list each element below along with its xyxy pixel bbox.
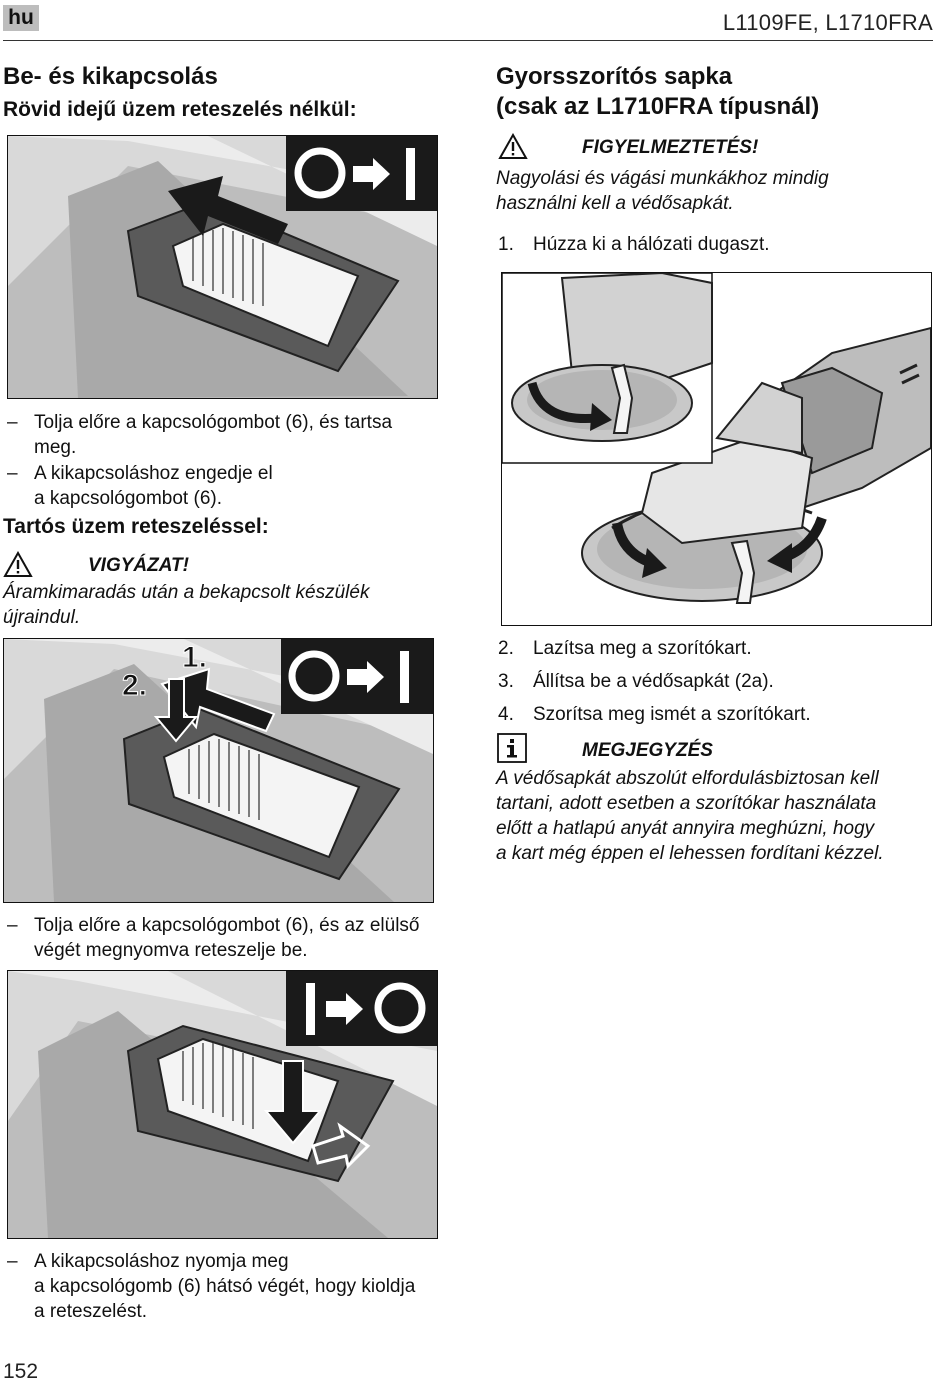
language-badge: hu	[3, 5, 39, 31]
step-1-label: 1.	[182, 641, 207, 674]
caution-text-line: Áramkimaradás után a bekapcsolt készülék	[3, 582, 370, 603]
list-item: – Tolja előre a kapcsológombot (6), és t…	[7, 412, 393, 458]
warning-triangle-icon	[498, 132, 528, 160]
caution-text-line: újraindul.	[3, 607, 81, 628]
header-divider	[3, 40, 933, 41]
figure-switch-off	[7, 970, 438, 1239]
note-text-line: előtt a hatlapú anyát annyira meghúzni, …	[496, 818, 875, 839]
section-title-quick-clamp-guard: Gyorsszorítós sapka	[496, 63, 733, 90]
warning-title: FIGYELMEZTETÉS!	[582, 137, 759, 158]
section-title-quick-clamp-guard-line2: (csak az L1710FRA típusnál)	[496, 93, 820, 120]
figure-switch-on	[7, 135, 438, 399]
step-2-label: 2.	[122, 669, 147, 702]
warning-text-line: Nagyolási és vágási munkákhoz mindig	[496, 168, 829, 189]
list-item: – A kikapcsoláshoz engedje el a kapcsoló…	[7, 463, 273, 509]
list-item: – Tolja előre a kapcsológombot (6), és a…	[7, 915, 420, 961]
figure-switch-latch: 1. 2.	[3, 638, 434, 903]
note-text-line: tartani, adott esetben a szorítókar hasz…	[496, 793, 877, 814]
subtitle-short-operation: Rövid idejű üzem reteszelés nélkül:	[3, 98, 357, 121]
warning-triangle-icon	[3, 550, 33, 578]
model-number: L1109FE, L1710FRA	[722, 10, 933, 35]
figure-guard-adjustment	[501, 272, 932, 626]
list-item: – A kikapcsoláshoz nyomja meg a kapcsoló…	[7, 1251, 416, 1322]
section-title-switching: Be- és kikapcsolás	[3, 63, 218, 90]
subtitle-continuous-operation: Tartós üzem reteszeléssel:	[3, 515, 269, 538]
note-text-line: a kart még éppen el lehessen fordítani k…	[496, 843, 884, 864]
note-title: MEGJEGYZÉS	[582, 740, 713, 761]
page-number: 152	[3, 1360, 39, 1383]
info-icon	[497, 733, 527, 763]
note-text-line: A védősapkát abszolút elfordulásbiztosan…	[496, 768, 879, 789]
caution-title: VIGYÁZAT!	[88, 555, 189, 576]
warning-text-line: használni kell a védősapkát.	[496, 193, 734, 214]
